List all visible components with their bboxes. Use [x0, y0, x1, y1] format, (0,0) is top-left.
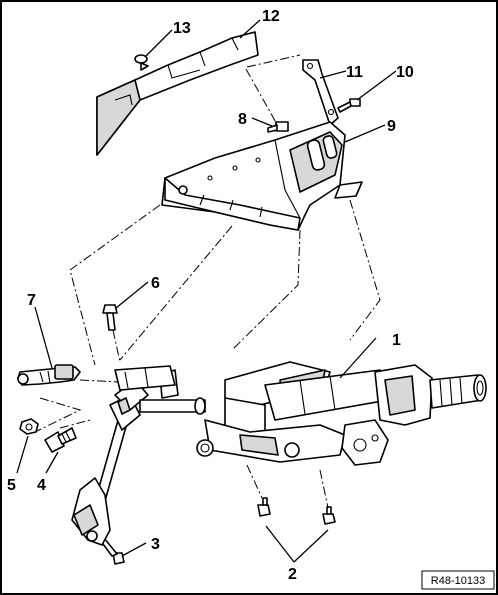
part-9-console-bracket — [161, 121, 363, 231]
assembly-dash-lines — [34, 54, 381, 509]
part-12-cover-trim — [96, 31, 259, 156]
callout-5: 5 — [7, 477, 16, 494]
callout-10: 10 — [396, 64, 414, 81]
callout-8: 8 — [238, 111, 247, 128]
callout-12: 12 — [262, 8, 280, 25]
callout-4: 4 — [37, 477, 46, 494]
part-7-clamp-lever — [17, 364, 81, 386]
intermediate-shaft — [71, 379, 206, 546]
figure-reference-number: R48-10133 — [431, 575, 485, 587]
callout-labels: 1 2 3 4 5 6 7 8 9 10 11 12 13 — [7, 8, 414, 583]
callout-2: 2 — [288, 566, 297, 583]
callout-13: 13 — [173, 20, 191, 37]
leader-lines — [16, 19, 397, 563]
callout-11: 11 — [346, 64, 363, 81]
part-13-screw — [134, 54, 149, 71]
callout-6: 6 — [151, 275, 160, 292]
part-1-steering-column — [114, 361, 487, 466]
callout-7: 7 — [27, 292, 36, 309]
callout-3: 3 — [151, 536, 160, 553]
part-2-screws — [257, 497, 336, 525]
part-5-nut — [19, 418, 39, 435]
part-3-screw — [99, 537, 125, 565]
part-11-bracket — [302, 59, 339, 126]
figure-reference-box: R48-10133 — [421, 570, 495, 590]
part-8-screw — [267, 121, 289, 133]
part-6-screw — [102, 304, 118, 331]
part-10-screw — [337, 98, 361, 113]
part-4-bolt — [44, 427, 77, 453]
callout-9: 9 — [387, 118, 396, 135]
callout-1: 1 — [392, 332, 401, 349]
